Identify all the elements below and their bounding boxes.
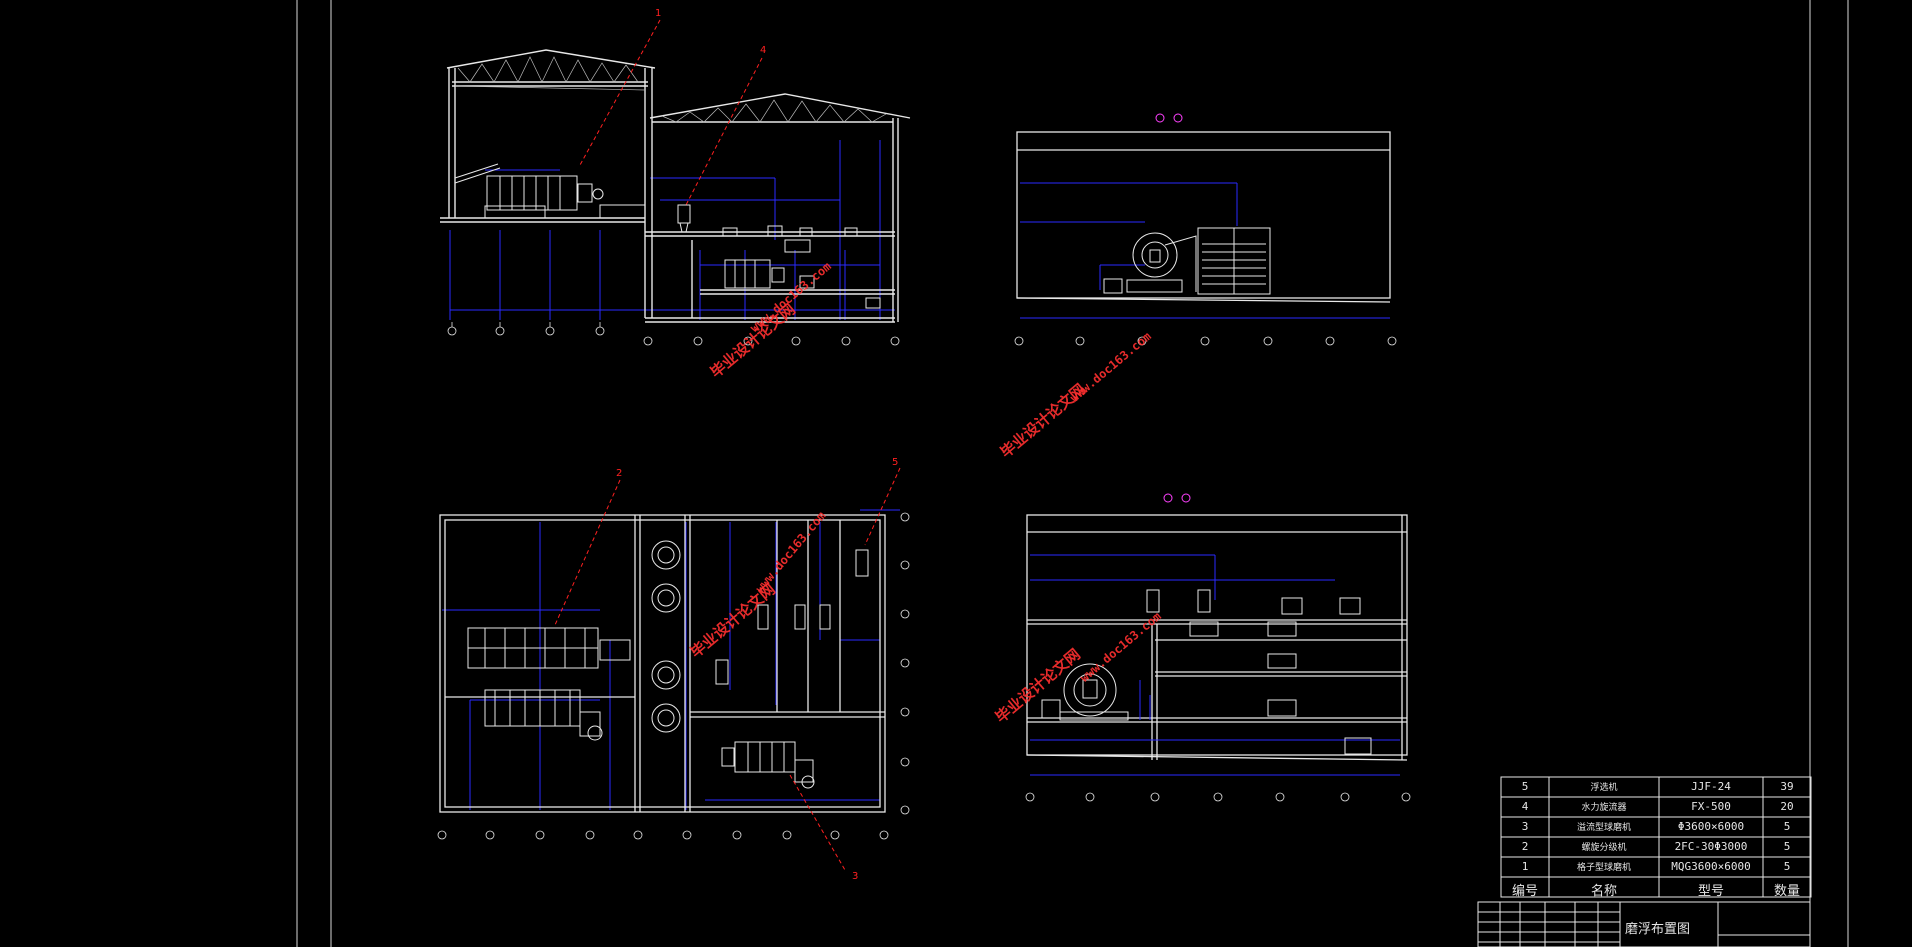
section-view-2: [1025, 493, 1411, 802]
bom-table-grid: [1477, 776, 1812, 947]
bom-no: 1: [1521, 860, 1529, 873]
bom-name: 格子型球磨机: [1576, 863, 1631, 873]
bom-model: MQG3600×6000: [1671, 860, 1751, 873]
bom-model: FX-500: [1691, 800, 1731, 813]
bom-row: 4 水力旋流器 FX-500 20: [1501, 797, 1811, 817]
bom-header-no: 编号: [1511, 884, 1538, 899]
axis-bubbles-main: [447, 326, 900, 346]
callout-3: 3: [852, 871, 859, 882]
bom-no: 4: [1521, 800, 1529, 813]
bom-header-qty: 数量: [1773, 884, 1800, 899]
bom-name: 水力旋流器: [1581, 803, 1627, 813]
section-view-1: [1014, 113, 1397, 346]
bom-header-model: 型号: [1697, 884, 1724, 899]
bom-qty: 5: [1783, 820, 1791, 833]
bom-no: 2: [1521, 840, 1529, 853]
callout-1: 1: [655, 8, 662, 19]
bom-row: 1 格子型球磨机 MQG3600×6000 5: [1501, 857, 1811, 877]
bom-row: 2 螺旋分级机 2FC-30Φ3000 5: [1501, 837, 1811, 857]
bom-model: Φ3600×6000: [1677, 820, 1745, 833]
bom-name: 溢流型球磨机: [1576, 823, 1631, 833]
bom-qty: 5: [1783, 840, 1791, 853]
bom-qty: 39: [1780, 780, 1794, 793]
bom-row: 3 溢流型球磨机 Φ3600×6000 5: [1501, 817, 1811, 837]
bom-no: 5: [1521, 780, 1529, 793]
elevation-view-main: [440, 19, 911, 346]
bom-model: 2FC-30Φ3000: [1674, 840, 1748, 853]
bom-name: 浮选机: [1590, 783, 1618, 793]
bom-row: 5 浮选机 JJF-24 39: [1501, 777, 1811, 797]
bom-header-row: 编号 名称 型号 数量: [1501, 877, 1811, 899]
callout-2: 2: [616, 468, 623, 479]
bom-header-name: 名称: [1590, 884, 1617, 899]
drawing-frame: [296, 0, 1849, 947]
bom-qty: 20: [1780, 800, 1794, 813]
plan-view: [437, 467, 910, 871]
bom-name: 螺旋分级机: [1581, 843, 1627, 853]
bom-model: JJF-24: [1691, 780, 1731, 793]
callout-4: 4: [760, 45, 767, 56]
bom-qty: 5: [1783, 860, 1791, 873]
drawing-title: 磨浮布置图: [1625, 922, 1691, 937]
callout-5: 5: [892, 457, 899, 468]
bom-no: 3: [1521, 820, 1529, 833]
